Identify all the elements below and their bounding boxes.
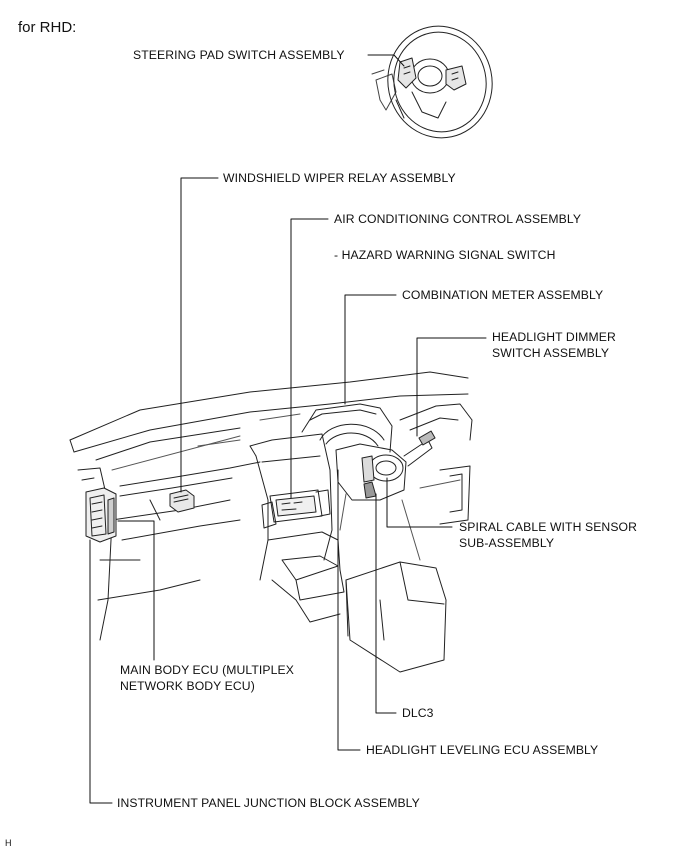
wiper-relay-part [169, 489, 195, 513]
label-spiral-cable-line2: SUB-ASSEMBLY [459, 536, 555, 550]
label-headlight-dimmer-line1: HEADLIGHT DIMMER [492, 330, 616, 344]
header-text: for RHD: [18, 19, 77, 36]
label-steering-pad-switch: STEERING PAD SWITCH ASSEMBLY [133, 48, 345, 62]
label-hazard-switch: - HAZARD WARNING SIGNAL SWITCH [334, 248, 556, 262]
junction-block-part [85, 487, 117, 543]
leader-lines [89, 54, 487, 804]
label-main-body-ecu-line1: MAIN BODY ECU (MULTIPLEX [120, 663, 294, 677]
label-main-body-ecu-line2: NETWORK BODY ECU) [120, 679, 255, 693]
dashboard-drawing [69, 371, 473, 673]
label-spiral-cable-line1: SPIRAL CABLE WITH SENSOR [459, 520, 638, 534]
label-junction-block: INSTRUMENT PANEL JUNCTION BLOCK ASSEMBLY [117, 796, 420, 810]
steering-wheel-drawing [371, 25, 493, 139]
figure-code: H [5, 838, 12, 848]
label-dlc3: DLC3 [402, 706, 434, 720]
label-headlight-leveling-ecu: HEADLIGHT LEVELING ECU ASSEMBLY [366, 743, 599, 757]
label-headlight-dimmer-line2: SWITCH ASSEMBLY [492, 346, 610, 360]
label-ac-control: AIR CONDITIONING CONTROL ASSEMBLY [334, 212, 582, 226]
label-combination-meter: COMBINATION METER ASSEMBLY [402, 288, 604, 302]
label-wiper-relay: WINDSHIELD WIPER RELAY ASSEMBLY [223, 171, 456, 185]
